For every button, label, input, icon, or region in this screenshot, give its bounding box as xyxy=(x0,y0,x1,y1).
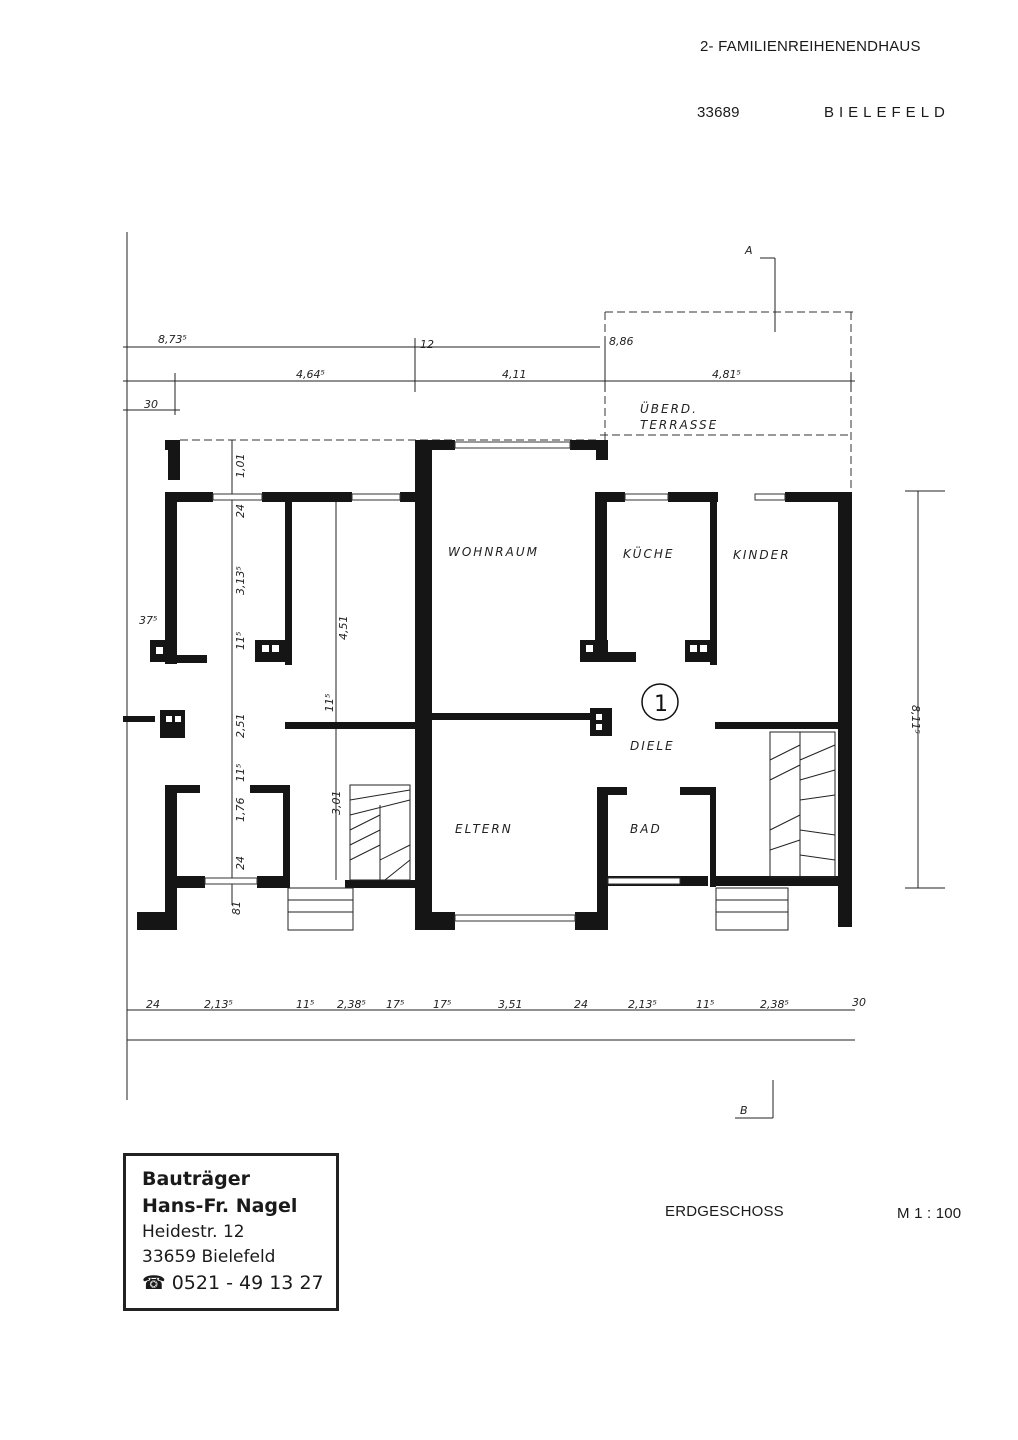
dim-bottom-24a: 24 xyxy=(146,998,160,1011)
dim-inner-115: 11⁵ xyxy=(323,694,336,712)
walls xyxy=(123,440,852,930)
dim-left-375: 37⁵ xyxy=(139,614,157,627)
telephone-icon: ☎ xyxy=(142,1272,166,1294)
terrace-label-line1: ÜBERD. xyxy=(640,400,698,416)
city-name: BIELEFELD xyxy=(824,104,950,121)
dim-left-24a: 24 xyxy=(234,504,247,518)
staircase-right xyxy=(715,731,836,931)
room-label-eltern: ELTERN xyxy=(455,822,513,836)
dim-top-4815: 4,81⁵ xyxy=(712,368,741,381)
section-marker-a: A xyxy=(744,244,753,257)
unit-marker-circle xyxy=(641,683,679,721)
dim-left-115a: 11⁵ xyxy=(234,632,247,650)
dim-left-81: 81 xyxy=(230,901,243,915)
dim-bottom-2385a: 2,38⁵ xyxy=(337,998,366,1011)
dim-left-3135: 3,13⁵ xyxy=(234,566,247,595)
dim-top-12: 12 xyxy=(420,338,434,351)
dim-bottom-175a: 17⁵ xyxy=(386,998,404,1011)
dim-bottom-24b: 24 xyxy=(574,998,588,1011)
dim-top-886: 8,86 xyxy=(609,335,634,348)
dim-bottom-115a: 11⁵ xyxy=(296,998,314,1011)
dim-bottom-2385b: 2,38⁵ xyxy=(760,998,789,1011)
dim-left-24b: 24 xyxy=(234,856,247,870)
dim-top-4645: 4,64⁵ xyxy=(296,368,325,381)
dim-top-8735: 8,73⁵ xyxy=(158,333,187,346)
dim-top-30: 30 xyxy=(144,398,158,411)
dim-bottom-175b: 17⁵ xyxy=(433,998,451,1011)
stamp-line-city: 33659 Bielefeld xyxy=(142,1247,276,1267)
dim-bottom-2135b: 2,13⁵ xyxy=(628,998,657,1011)
dim-bottom-2135a: 2,13⁵ xyxy=(204,998,233,1011)
dim-left-176: 1,76 xyxy=(234,798,247,823)
stamp-line-phone: ☎ 0521 - 49 13 27 xyxy=(142,1270,336,1296)
outer-guide-lines xyxy=(123,232,945,1119)
dim-left-101: 1,01 xyxy=(234,454,247,479)
dim-inner-451: 4,51 xyxy=(337,616,350,641)
unit-marker-label: 1 xyxy=(654,692,668,717)
room-label-bad: BAD xyxy=(630,822,662,836)
stamp-line-company-type: Bauträger xyxy=(142,1168,250,1190)
dim-left-251: 2,51 xyxy=(234,714,247,739)
dim-bottom-115b: 11⁵ xyxy=(696,998,714,1011)
room-label-diele: DIELE xyxy=(630,739,675,753)
room-label-kueche: KÜCHE xyxy=(623,545,674,561)
dim-top-411: 4,11 xyxy=(502,368,527,381)
dim-bottom-351: 3,51 xyxy=(498,998,523,1011)
phone-number: 0521 - 49 13 27 xyxy=(171,1272,324,1294)
staircase-left xyxy=(287,784,411,931)
room-label-kinder: KINDER xyxy=(733,548,791,562)
chimney-flues xyxy=(156,645,707,730)
stamp-line-street: Heidestr. 12 xyxy=(142,1222,245,1242)
room-label-wohnraum: WOHNRAUM xyxy=(448,545,539,559)
dim-bottom-30: 30 xyxy=(852,996,866,1009)
builder-stamp: Bauträger Hans-Fr. Nagel Heidestr. 12 33… xyxy=(123,1153,339,1311)
dim-right-8115: 8,11⁵ xyxy=(909,705,922,734)
dim-left-115b: 11⁵ xyxy=(234,764,247,782)
floor-label: ERDGESCHOSS xyxy=(665,1203,784,1220)
scale-label: M 1 : 100 xyxy=(897,1205,962,1222)
terrace-label-line2: TERRASSE xyxy=(640,418,718,432)
stamp-line-name: Hans-Fr. Nagel xyxy=(142,1195,298,1217)
windows xyxy=(204,441,786,922)
document-title: 2- FAMILIENREIHENENDHAUS xyxy=(700,38,921,55)
dim-inner-301: 3,01 xyxy=(330,791,343,816)
postal-code: 33689 xyxy=(697,104,740,121)
section-marker-b: B xyxy=(740,1104,748,1117)
